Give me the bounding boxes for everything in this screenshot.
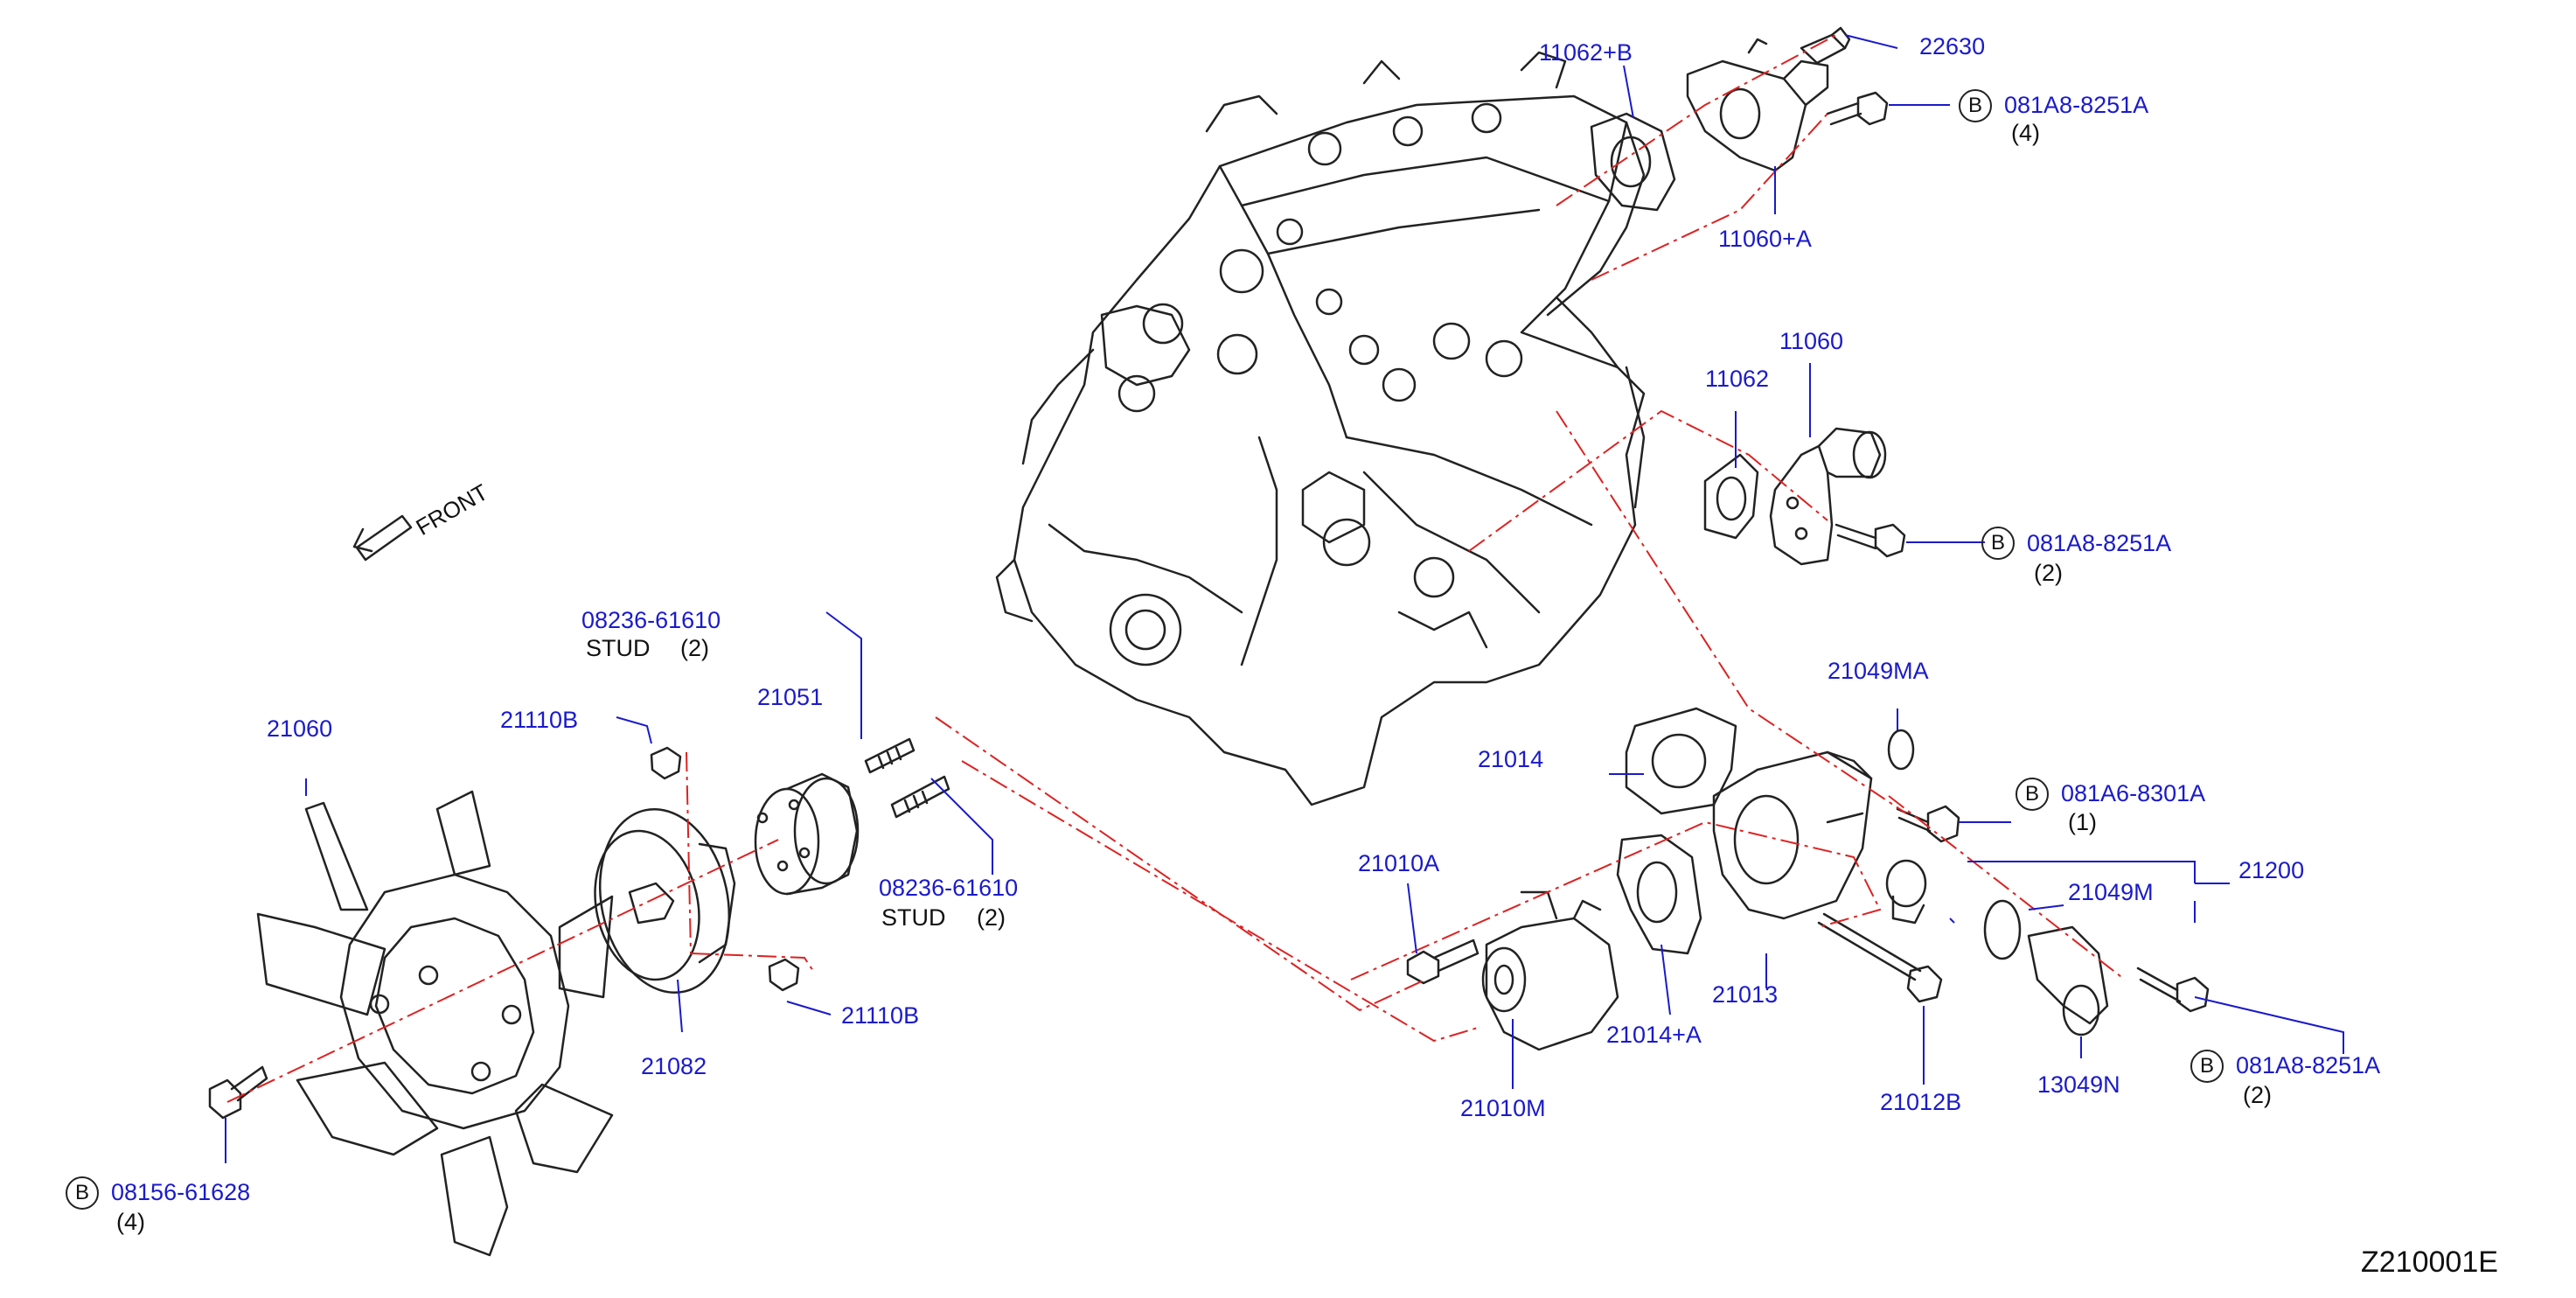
thermostat — [1885, 859, 1927, 925]
quantity-081a8-bottom: (2) — [2243, 1082, 2272, 1108]
part-number-11062-b[interactable]: 11062+B — [1539, 39, 1633, 66]
part-number-21049m[interactable]: 21049M — [2068, 879, 2154, 905]
part-number-08236-bottom[interactable]: 08236-61610 — [879, 875, 1019, 901]
part-number-21051[interactable]: 21051 — [757, 684, 824, 710]
nut-bottom — [768, 958, 800, 992]
long-bolt — [1817, 912, 1943, 1003]
b-marker-08156: B — [66, 1176, 99, 1210]
part-number-081a6[interactable]: 081A6-8301A — [2061, 780, 2206, 806]
stud-label-top: STUD — [586, 635, 651, 661]
b-marker-mid: B — [1981, 527, 2015, 560]
pump-bolt — [1406, 939, 1479, 985]
b-marker-top: B — [1959, 89, 1992, 122]
part-number-22630[interactable]: 22630 — [1919, 33, 1986, 59]
quantity-081a6: (1) — [2068, 809, 2097, 835]
top-gasket — [1590, 112, 1676, 212]
part-number-21110b-bottom[interactable]: 21110B — [841, 1002, 920, 1029]
temp-sensor — [1800, 26, 1851, 65]
outlet-bolt — [1835, 523, 1906, 558]
stud-bottom — [890, 775, 950, 819]
part-number-21110b-top[interactable]: 21110B — [500, 707, 579, 733]
stud-top — [864, 737, 916, 774]
part-number-21010m[interactable]: 21010M — [1460, 1095, 1546, 1121]
outlet-gasket — [1703, 453, 1759, 540]
part-number-21049ma[interactable]: 21049MA — [1828, 658, 1929, 684]
part-number-081a8-mid[interactable]: 081A8-8251A — [2027, 530, 2172, 556]
water-inlet — [2027, 925, 2109, 1036]
front-arrow — [352, 514, 413, 562]
engine-block — [995, 51, 1646, 806]
pump-gasket — [1616, 834, 1702, 955]
fan-pulley — [754, 772, 860, 896]
alignment-lines — [226, 34, 2126, 1103]
part-number-21060[interactable]: 21060 — [267, 715, 333, 742]
diagram-reference: Z210001E — [2361, 1246, 2498, 1279]
housing-bolt — [1896, 805, 1960, 843]
quantity-stud-top: (2) — [680, 635, 709, 661]
part-number-13049n[interactable]: 13049N — [2037, 1071, 2120, 1098]
nut-top — [650, 746, 682, 780]
thermostat-housing — [1712, 750, 1873, 920]
inlet-bolt — [2136, 967, 2210, 1013]
part-number-21014[interactable]: 21014 — [1478, 746, 1544, 772]
o-ring-small — [1887, 729, 1915, 771]
top-outlet — [1686, 38, 1829, 172]
part-number-11060-a[interactable]: 11060+A — [1718, 226, 1812, 252]
part-number-08156[interactable]: 08156-61628 — [111, 1179, 251, 1205]
part-number-21082[interactable]: 21082 — [641, 1053, 707, 1079]
top-bolt — [1826, 91, 1889, 126]
quantity-08156: (4) — [116, 1209, 145, 1235]
b-marker-bottom: B — [2190, 1050, 2224, 1083]
part-number-21200[interactable]: 21200 — [2238, 857, 2305, 883]
part-number-11060[interactable]: 11060 — [1779, 328, 1844, 354]
o-ring — [1983, 899, 2022, 960]
quantity-081a8-top: (4) — [2011, 120, 2040, 146]
stud-label-bottom: STUD — [881, 904, 946, 931]
part-number-08236-top[interactable]: 08236-61610 — [581, 607, 721, 633]
part-number-081a8-bottom[interactable]: 081A8-8251A — [2236, 1052, 2381, 1078]
quantity-081a8-mid: (2) — [2034, 560, 2063, 586]
quantity-stud-bottom: (2) — [977, 904, 1006, 931]
part-number-21014-a[interactable]: 21014+A — [1606, 1022, 1702, 1048]
water-outlet — [1769, 427, 1887, 566]
housing-gasket — [1625, 707, 1737, 815]
part-number-21013[interactable]: 21013 — [1712, 981, 1779, 1008]
water-pump — [1481, 890, 1619, 1051]
part-number-081a8-top[interactable]: 081A8-8251A — [2004, 92, 2149, 118]
part-number-21012b[interactable]: 21012B — [1880, 1089, 1962, 1115]
part-number-21010a[interactable]: 21010A — [1358, 850, 1440, 876]
fan-bolt — [208, 1065, 268, 1120]
part-number-11062[interactable]: 11062 — [1705, 366, 1770, 392]
cooling-fan — [256, 790, 614, 1257]
callout-lines — [225, 34, 2344, 1163]
b-marker-081a6: B — [2016, 778, 2049, 811]
fan-clutch — [594, 807, 736, 994]
